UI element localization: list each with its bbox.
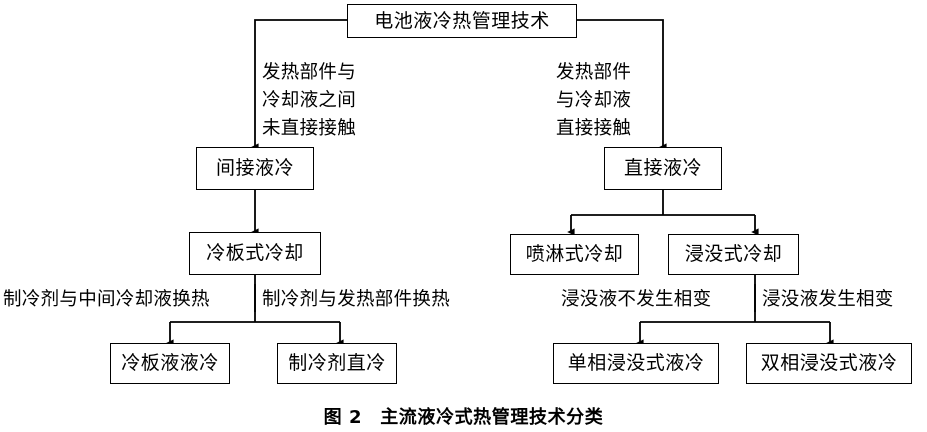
- node-direct-label: 直接液冷: [623, 157, 702, 179]
- node-root[interactable]: 电池液冷热管理技术: [347, 4, 577, 38]
- edge-label-root-to-indirect: 发热部件与 冷却液之间 未直接接触: [262, 59, 356, 143]
- node-cold-plate-liquid-cooling[interactable]: 冷板液液冷: [110, 343, 230, 384]
- edge-label-coldplate-to-coldplateliquid: 制冷剂与中间冷却液换热: [3, 286, 210, 313]
- node-cold-plate-label: 冷板式冷却: [206, 242, 304, 264]
- edge-label-refrigerant-direct-text: 制冷剂与发热部件换热: [262, 289, 451, 310]
- edge-label-root-to-direct: 发热部件 与冷却液 直接接触: [556, 59, 631, 143]
- node-refrigerant-direct-label: 制冷剂直冷: [288, 352, 386, 374]
- edge-label-coldplate-liquid-text: 制冷剂与中间冷却液换热: [3, 289, 210, 310]
- node-refrigerant-direct-cooling[interactable]: 制冷剂直冷: [277, 343, 397, 384]
- edge-label-coldplate-to-refrigerantdirect: 制冷剂与发热部件换热: [262, 286, 450, 313]
- edge-label-single-phase-text: 浸没液不发生相变: [561, 289, 712, 310]
- node-single-phase-label: 单相浸没式液冷: [567, 352, 705, 374]
- node-spray-cooling[interactable]: 喷淋式冷却: [510, 234, 639, 275]
- node-two-phase-immersion[interactable]: 双相浸没式液冷: [746, 343, 912, 384]
- edge-label-root-to-direct-line2: 与冷却液: [556, 90, 632, 112]
- node-indirect-label: 间接液冷: [215, 157, 294, 179]
- edge-label-root-to-indirect-line3: 未直接接触: [262, 118, 357, 140]
- edge-label-immersion-to-singlephase: 浸没液不发生相变: [561, 286, 711, 313]
- node-cold-plate-liquid-label: 冷板液液冷: [121, 352, 219, 374]
- node-cold-plate-cooling[interactable]: 冷板式冷却: [189, 232, 321, 275]
- node-direct-liquid-cooling[interactable]: 直接液冷: [604, 147, 722, 190]
- edge-label-root-to-direct-line3: 直接接触: [556, 118, 632, 140]
- figure-caption-text: 主流液冷式热管理技术分类: [380, 407, 604, 428]
- node-spray-label: 喷淋式冷却: [525, 243, 624, 265]
- figure-caption-label: 图 2: [323, 407, 363, 428]
- edge-label-two-phase-text: 浸没液发生相变: [762, 289, 894, 310]
- figure-caption: 图 2 主流液冷式热管理技术分类: [0, 403, 927, 429]
- edge-label-immersion-to-twophase: 浸没液发生相变: [762, 286, 894, 313]
- edge-label-root-to-indirect-line1: 发热部件与: [262, 62, 357, 83]
- edge-label-root-to-indirect-line2: 冷却液之间: [262, 90, 357, 112]
- node-two-phase-label: 双相浸没式液冷: [760, 352, 898, 374]
- node-single-phase-immersion[interactable]: 单相浸没式液冷: [553, 343, 719, 384]
- node-root-label: 电池液冷热管理技术: [374, 9, 550, 32]
- node-immersion-label: 浸没式冷却: [684, 243, 783, 265]
- edge-label-root-to-direct-line1: 发热部件: [556, 62, 632, 83]
- node-indirect-liquid-cooling[interactable]: 间接液冷: [196, 147, 314, 190]
- node-immersion-cooling[interactable]: 浸没式冷却: [668, 234, 799, 275]
